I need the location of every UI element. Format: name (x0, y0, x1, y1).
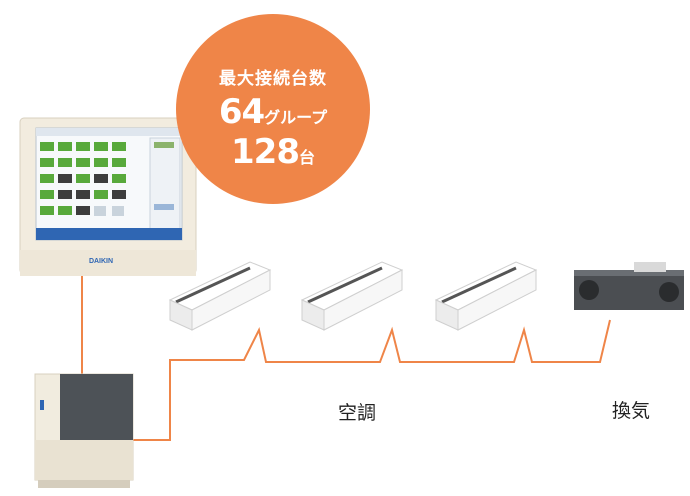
badge-units: 128台 (176, 132, 370, 172)
badge-groups-number: 64 (218, 92, 265, 132)
air-conditioning-label: 空調 (338, 402, 377, 424)
ceiling-ac-unit-icon (300, 261, 404, 331)
controller-brand: DAIKIN (89, 258, 113, 265)
ceiling-ac-unit-icon (168, 261, 272, 331)
badge-groups: 64グループ (176, 92, 370, 132)
touch-controller-icon (19, 117, 197, 276)
max-connection-badge: 最大接続台数 64グループ 128台 (176, 14, 370, 204)
badge-units-number: 128 (231, 132, 300, 172)
ceiling-ac-unit-icon (434, 261, 538, 331)
badge-title: 最大接続台数 (219, 69, 327, 89)
badge-units-unit: 台 (298, 148, 315, 167)
wiring (81, 276, 611, 441)
badge-groups-unit: グループ (264, 108, 328, 127)
outdoor-unit-icon (34, 373, 134, 488)
ventilation-unit-icon (574, 262, 684, 310)
ventilation-label: 換気 (612, 400, 651, 422)
